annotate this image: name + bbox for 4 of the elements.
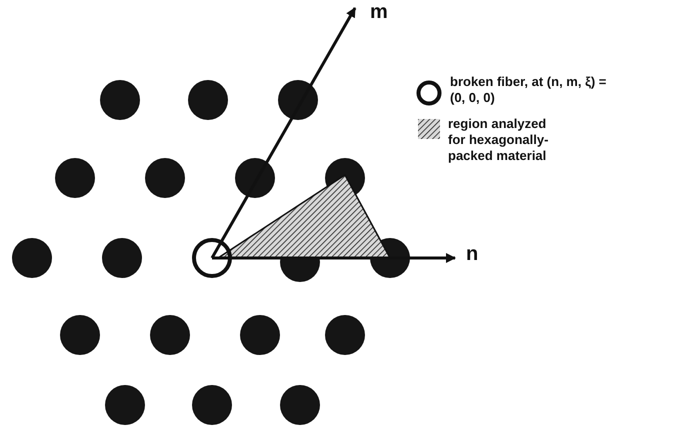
- axis-label: m: [370, 2, 388, 22]
- legend-text: region analyzed for hexagonally-packed material: [448, 116, 550, 164]
- legend-text: broken fiber, at (n, m, ξ) = (0, 0, 0): [450, 74, 608, 106]
- axis-label: n: [466, 244, 478, 264]
